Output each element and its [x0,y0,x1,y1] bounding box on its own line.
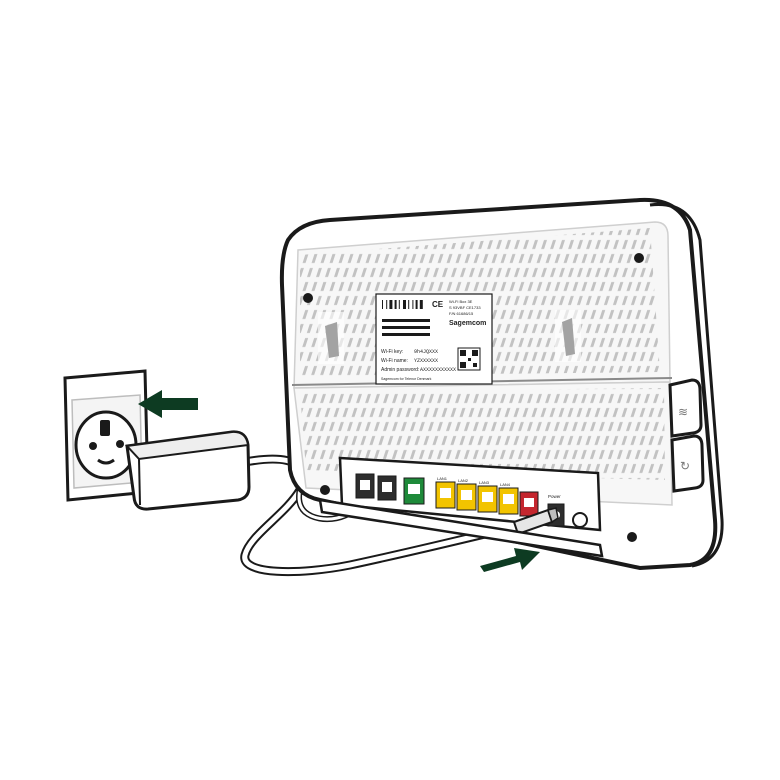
router: CE Wi-Fi Box 3E S 93VBF CE1733 F/N 61686… [279,197,724,571]
lan-port-1 [435,481,456,509]
label-line2: S 93VBF CE1733 [449,305,481,310]
dsl-port [519,491,539,517]
barcode-bar [412,300,414,309]
barcode-bar [394,300,397,309]
label-footer: Sagemcom for Telenor Denmark [381,377,432,381]
wifi-icon: ≋ [678,405,688,419]
barcode-bar [419,300,423,309]
router-base [318,498,604,558]
barcode-bar [408,300,410,309]
barcode-bar [389,300,393,309]
power-label: Power [548,494,561,499]
wifi-key-label: Wi-Fi key: [381,349,403,355]
screw-hole [303,293,313,303]
screw-hole [627,532,637,542]
admin-password-label: Admin password: [381,367,419,373]
lan4-label: LAN4 [500,482,511,487]
tel-port [403,477,425,505]
lan-port-2 [456,483,477,511]
power-switch [572,512,588,528]
barcode-bar [398,300,400,309]
barcode [382,300,423,309]
wall-socket [63,369,150,502]
label-brand: Sagemcom [449,320,486,327]
barcode-bar [415,300,418,309]
wps-icon: ↻ [680,459,690,473]
wifi-name-value: YZXXXXXX [414,358,438,364]
wifi-name-label: Wi-Fi name: [381,358,408,364]
power-adapter [124,430,251,511]
barcode-bar [382,300,383,309]
admin-password-value: AXXXXXXXXXXX [420,367,456,373]
phone-port-1 [355,473,375,499]
port-panel: LAN1 LAN2 LAN3 LAN4 Power [338,456,602,532]
lan2-label: LAN2 [458,478,469,483]
label-line3: F/N 61686/15 [449,311,474,316]
label-line1: Wi-Fi Box 3E [449,299,473,304]
lan-port-3 [477,485,498,513]
phone-port-2 [377,475,397,501]
ce-mark: CE [432,300,444,309]
wifi-button: ≋ [668,378,703,438]
screw-hole [634,253,644,263]
arrow-to-socket [138,390,198,418]
arrow-to-power-jack [480,548,540,572]
barcode-bar [386,300,388,309]
lan1-label: LAN1 [437,476,448,481]
wps-button: ↻ [670,434,705,493]
product-label: CE Wi-Fi Box 3E S 93VBF CE1733 F/N 61686… [375,293,493,385]
screw-hole [320,485,330,495]
wifi-key-value: 9h4JQXXX [414,349,438,355]
qr-code [457,347,481,371]
lan-port-4 [498,487,519,515]
lan3-label: LAN3 [479,480,490,485]
barcode-bar [403,300,406,309]
power-plug [512,507,559,536]
